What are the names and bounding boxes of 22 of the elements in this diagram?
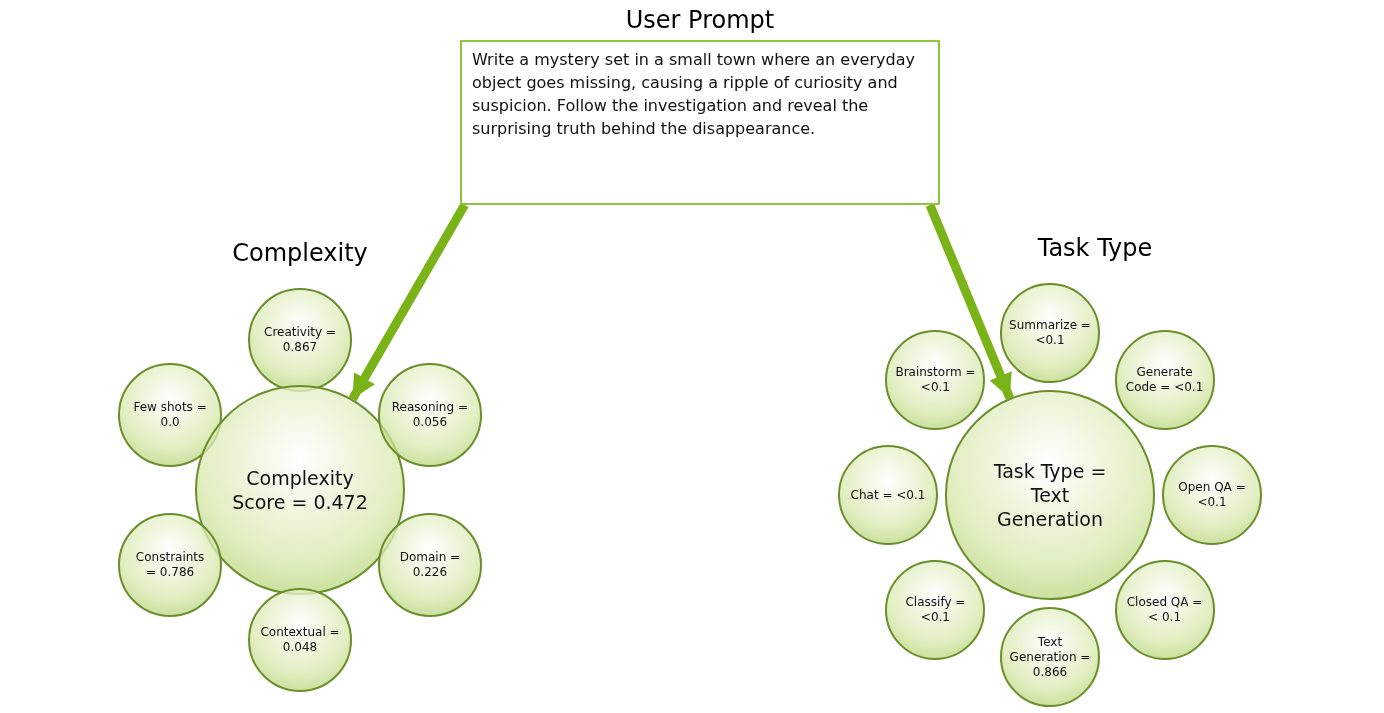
prompt-box: Write a mystery set in a small town where an everyday object goes missing, causing a ripple of curiosity and suspicion. Follow the investigation and reveal the surprising truth behind the disappearance.	[460, 40, 940, 205]
section-heading: Task Type	[1037, 234, 1153, 262]
section-heading: Complexity	[232, 239, 368, 267]
bubble-label: Constraints = 0.786	[134, 550, 206, 580]
bubble-label: Domain = 0.226	[398, 550, 462, 580]
bubble-label: Chat = <0.1	[850, 487, 926, 503]
bubble-label: Brainstorm = <0.1	[894, 365, 977, 396]
bubble-label: Closed QA = < 0.1	[1125, 594, 1204, 625]
bubble-label: Complexity Score = 0.472	[231, 466, 369, 514]
bubble-label: Reasoning = 0.056	[390, 400, 469, 430]
bubble-label: Task Type = Text Generation	[992, 459, 1108, 531]
bubble-label: Text Generation = 0.866	[1009, 634, 1091, 680]
bubble-label: Few shots = 0.0	[132, 400, 208, 430]
heading: User Prompt	[625, 6, 775, 34]
bubble-label: Classify = <0.1	[904, 594, 967, 625]
arrow	[925, 203, 1014, 400]
bubble-label: Generate Code = <0.1	[1124, 365, 1205, 396]
bubble-label: Summarize = <0.1	[1009, 318, 1091, 348]
arrow	[348, 202, 469, 402]
bubble-label: Open QA = <0.1	[1177, 480, 1247, 510]
bubble-label: Contextual = 0.048	[259, 625, 341, 655]
bubble-label: Creativity = 0.867	[263, 325, 337, 355]
